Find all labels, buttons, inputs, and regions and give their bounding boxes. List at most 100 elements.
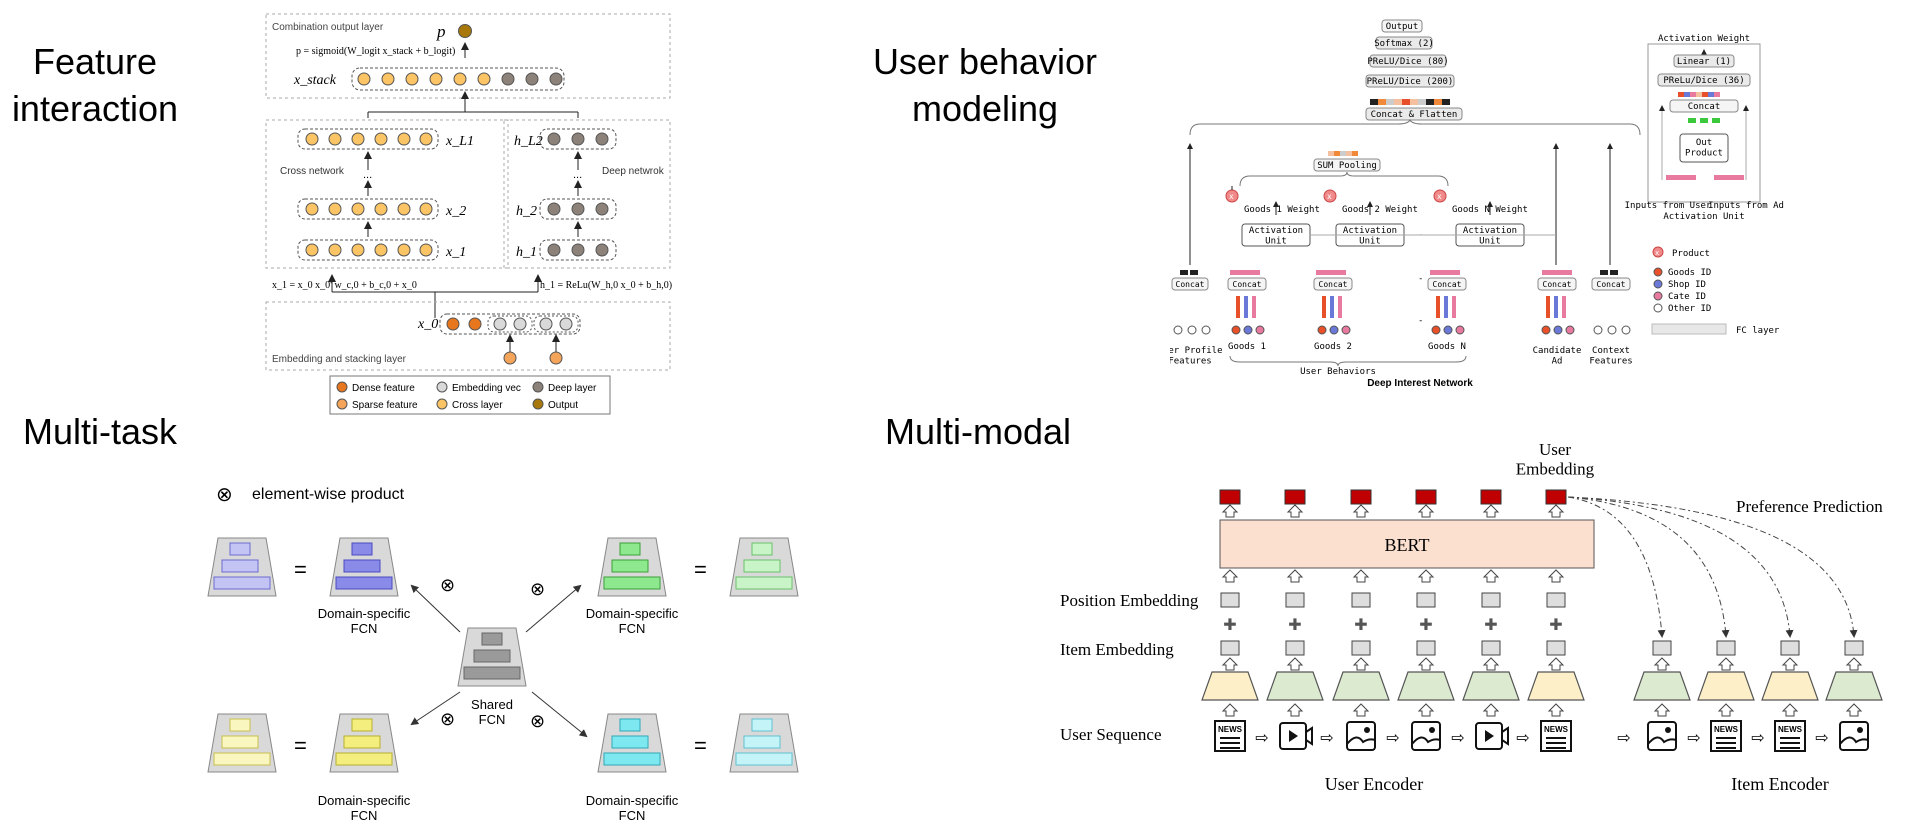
user-embedding-square [1284, 489, 1306, 505]
din-goods1-label: Goods 1 [1228, 342, 1266, 352]
mm-user-column: ✚⇨ [1266, 489, 1334, 750]
mm-user-column: ✚ NEWS ⇨ [1201, 489, 1269, 752]
svg-text:Concat: Concat [1433, 280, 1462, 289]
svg-text:Cate ID: Cate ID [1668, 292, 1706, 302]
p-formula: p = sigmoid(W_logit x_stack + b_logit) [296, 46, 455, 57]
hL2-label: h_L2 [514, 134, 543, 149]
svg-text:Cross layer: Cross layer [452, 400, 503, 411]
svg-text:Goods 2 Weight: Goods 2 Weight [1342, 205, 1418, 215]
svg-text:Shop ID: Shop ID [1668, 280, 1706, 290]
plus-icon: ✚ [1223, 617, 1236, 634]
arrow-icon: ⇨ [1815, 730, 1828, 747]
mtl-equals-blue: = [294, 557, 307, 582]
svg-text:x: x [1327, 192, 1332, 201]
din-goodsN-label: Goods N [1428, 342, 1466, 352]
mm-item-column: NEWS⇨ [1761, 640, 1829, 752]
news-icon: NEWS [1214, 720, 1246, 752]
position-embedding-square [1481, 592, 1501, 608]
item-embedding-square [1351, 640, 1371, 656]
arrow-icon: ⇨ [1516, 730, 1529, 747]
item-embedding-square [1546, 640, 1566, 656]
svg-text:PReLU/Dice (80): PReLU/Dice (80) [1367, 57, 1448, 67]
video-icon [1475, 722, 1509, 750]
mtl-green-output-fcn [729, 537, 799, 597]
svg-text:Output: Output [1386, 22, 1419, 32]
din-au-concat-box [1669, 99, 1739, 113]
preference-arrow [1567, 496, 1858, 638]
din-output-box [1381, 19, 1423, 33]
sparse-feature-node-1 [503, 351, 517, 365]
dcn-legend: Dense feature Embedding vec Deep layer S… [329, 375, 611, 415]
svg-text:Embedding vec: Embedding vec [452, 383, 521, 394]
user-embedding-square [1545, 489, 1567, 505]
din-prelu80-box [1369, 54, 1447, 68]
mm-item-embedding-label: Item Embedding [1060, 640, 1174, 659]
preference-arrow [1567, 496, 1666, 638]
mtl-equals-cyan: = [694, 733, 707, 758]
svg-text:x: x [1655, 249, 1659, 257]
item-embedding-square [1285, 640, 1305, 656]
item-embedding-square [1780, 640, 1800, 656]
title-multi-task: Multi-task [22, 411, 178, 452]
x0-label: x_0 [417, 317, 438, 332]
sparse-feature-node-2 [549, 351, 563, 365]
arrow-icon: ⇨ [1320, 730, 1333, 747]
svg-text:Linear (1): Linear (1) [1677, 57, 1731, 67]
image-icon [1411, 721, 1441, 751]
mm-item-column [1825, 640, 1883, 751]
mm-preference-label: Preference Prediction [1736, 497, 1883, 516]
arrow-icon: ⇨ [1687, 730, 1700, 747]
x0-nodes [439, 313, 581, 335]
mtl-blue-domain-fcn [329, 537, 399, 597]
din-concat-goods2: Concat [1313, 270, 1353, 335]
deep-network-box [503, 119, 671, 269]
x-stack-label: x_stack [293, 73, 337, 88]
din-activation-unit-caption: Activation Unit [1663, 212, 1744, 222]
x2-label: x_2 [445, 204, 466, 219]
svg-text:Other ID: Other ID [1668, 304, 1711, 314]
svg-text:Deep layer: Deep layer [548, 383, 597, 394]
cross-network-label: Cross network [280, 166, 345, 177]
din-prelu36-box [1657, 73, 1751, 87]
otimes-legend-symbol: ⊗ [216, 484, 233, 506]
mtl-yellow-domain-fcn [329, 713, 399, 773]
deep-layer-h1 [539, 239, 617, 261]
svg-text:Output: Output [548, 400, 578, 411]
din-concat-context: Concat [1591, 270, 1631, 335]
encoder-trapezoid [1397, 671, 1455, 701]
plus-icon: ✚ [1288, 617, 1301, 634]
svg-text:NEWS: NEWS [1714, 725, 1739, 734]
svg-text:Softmax (2): Softmax (2) [1374, 39, 1434, 49]
xL1-label: x_L1 [445, 134, 474, 149]
image-icon [1647, 721, 1677, 751]
din-out-product-box [1679, 133, 1729, 163]
mtl-shared-fcn [457, 627, 527, 687]
encoder-trapezoid [1697, 671, 1755, 701]
mtl-otimes-2: ⊗ [530, 579, 545, 599]
encoder-trapezoid [1462, 671, 1520, 701]
din-diagram: Output Softmax (2) PReLU/Dice (80) PReLU… [1170, 19, 1784, 389]
deep-network-label: Deep netwrok [602, 166, 665, 177]
svg-text:Concat: Concat [1176, 280, 1205, 289]
video-icon [1279, 722, 1313, 750]
news-icon: NEWS [1540, 720, 1572, 752]
arrow-icon: ⇨ [1617, 730, 1630, 747]
encoder-trapezoid [1332, 671, 1390, 701]
arrow-icon: ⇨ [1255, 730, 1268, 747]
svg-text:-: - [1418, 316, 1423, 326]
image-icon [1839, 721, 1869, 751]
svg-text:x: x [1229, 192, 1234, 201]
din-network-name: Deep Interest Network [1367, 378, 1473, 389]
cross-layer-x1 [297, 239, 439, 261]
image-icon [1346, 721, 1376, 751]
svg-text:NEWS: NEWS [1218, 725, 1243, 734]
din-concat-candidate: Concat [1537, 270, 1577, 335]
